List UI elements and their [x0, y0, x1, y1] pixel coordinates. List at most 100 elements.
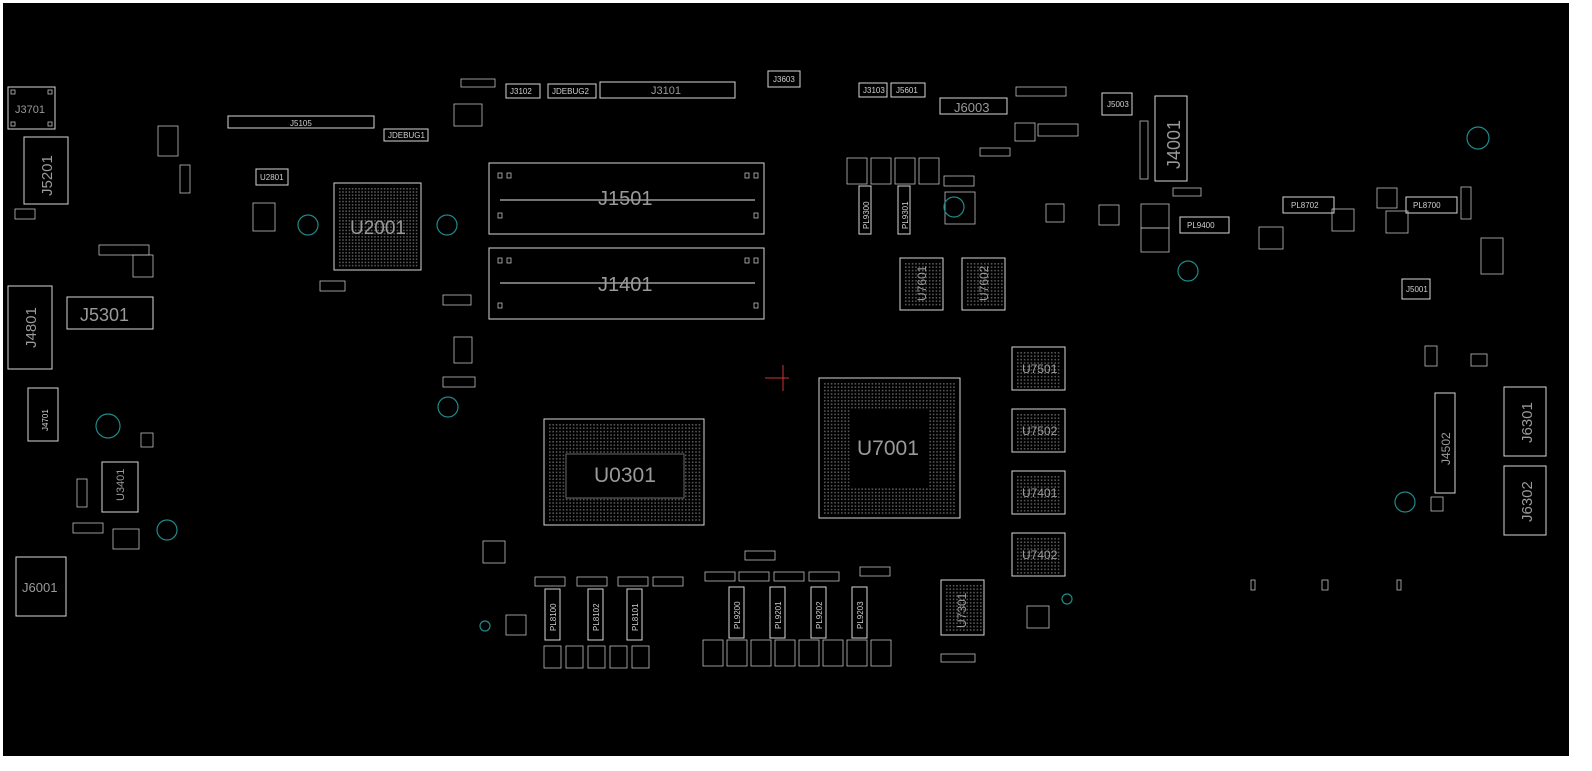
- chip-u3401[interactable]: U3401: [101, 461, 139, 513]
- inductor-pl9400[interactable]: PL9400: [1179, 216, 1230, 234]
- connector-j6302[interactable]: J6302: [1503, 465, 1547, 536]
- inductor-pl9300[interactable]: PL9300: [858, 185, 872, 235]
- cpu-u0301[interactable]: U0301: [543, 418, 705, 526]
- mounting-hole: [1177, 260, 1199, 282]
- connector-j6003[interactable]: J6003: [939, 97, 1008, 115]
- chip-u7301[interactable]: U7301: [940, 579, 985, 636]
- vram-u7601[interactable]: U7601: [899, 257, 944, 311]
- label-u3401: U3401: [115, 469, 127, 501]
- u7402-ball-grid: [1017, 538, 1060, 574]
- connector-j3103[interactable]: J3103: [858, 82, 888, 98]
- label-j5201: J5201: [39, 155, 56, 196]
- mounting-hole: [437, 396, 459, 418]
- vram-u7602[interactable]: U7602: [961, 257, 1006, 311]
- chip-u2001[interactable]: U2001: [333, 182, 422, 271]
- label-j6301: J6301: [1519, 402, 1536, 443]
- inductor-pl8100[interactable]: PL8100: [544, 588, 561, 641]
- connector-j3101[interactable]: J3101: [599, 81, 736, 99]
- mounting-hole: [1394, 491, 1416, 513]
- connector-j3701[interactable]: J3701: [7, 86, 56, 130]
- label-pl9202: PL9202: [815, 601, 824, 629]
- connector-j3603[interactable]: J3603: [767, 70, 801, 88]
- label-j6003: J6003: [954, 100, 989, 115]
- label-pl9203: PL9203: [856, 601, 865, 629]
- connector-j5105[interactable]: J5105: [227, 115, 375, 129]
- inductor-pl9201[interactable]: PL9201: [769, 586, 786, 639]
- vram-u7501[interactable]: U7501: [1011, 346, 1066, 391]
- inductor-pl9202[interactable]: PL9202: [810, 586, 827, 639]
- vram-u7402[interactable]: U7402: [1011, 532, 1066, 577]
- label-j4502: J4502: [1439, 432, 1453, 465]
- label-j3701: J3701: [15, 104, 45, 116]
- mounting-holes: [95, 126, 1490, 632]
- connector-j4801[interactable]: J4801: [7, 285, 53, 370]
- label-j5003: J5003: [1107, 100, 1129, 109]
- pcb-layout: J3701 J5201 J4801 J4701 J6001 U3401 J530…: [7, 70, 1547, 669]
- inductor-pl8101[interactable]: PL8101: [626, 588, 643, 641]
- mounting-hole: [1061, 593, 1073, 605]
- mounting-hole: [156, 519, 178, 541]
- connector-j5003[interactable]: J5003: [1101, 92, 1133, 116]
- gpu-u7001[interactable]: U7001: [818, 377, 961, 519]
- label-j6302: J6302: [1519, 481, 1536, 522]
- label-j4701: J4701: [41, 409, 50, 431]
- small-components: [14, 78, 1504, 669]
- label-j1401: J1401: [598, 274, 653, 296]
- label-pl9300: PL9300: [862, 201, 871, 229]
- label-jdebug1: JDEBUG1: [388, 131, 425, 140]
- label-j4001: J4001: [1164, 120, 1184, 169]
- label-pl9400: PL9400: [1187, 221, 1215, 230]
- connector-jdebug2[interactable]: JDEBUG2: [547, 83, 597, 99]
- mounting-hole: [1466, 126, 1490, 150]
- inductor-pl8700[interactable]: PL8700: [1405, 196, 1458, 214]
- connector-j6001[interactable]: J6001: [15, 556, 67, 617]
- mounting-hole: [943, 196, 965, 218]
- connector-j4701[interactable]: J4701: [27, 387, 59, 442]
- connector-jdebug1[interactable]: JDEBUG1: [383, 128, 429, 142]
- inductor-pl8102[interactable]: PL8102: [587, 588, 604, 641]
- inductor-pl9301[interactable]: PL9301: [897, 185, 911, 235]
- label-pl8101: PL8101: [631, 603, 640, 631]
- vram-u7502[interactable]: U7502: [1011, 408, 1066, 453]
- label-u7602: U7602: [977, 265, 991, 301]
- label-j3101: J3101: [651, 85, 681, 97]
- u7601-ball-grid: [905, 263, 941, 306]
- label-u7502: U7502: [1022, 424, 1058, 438]
- connector-j4502[interactable]: J4502: [1434, 392, 1456, 494]
- connector-j5201[interactable]: J5201: [23, 136, 69, 205]
- connector-j6301[interactable]: J6301: [1503, 386, 1547, 457]
- label-j3102: J3102: [510, 87, 532, 96]
- u7602-ball-grid: [967, 263, 1003, 306]
- label-u7601: U7601: [915, 265, 929, 301]
- mounting-hole: [95, 413, 121, 439]
- u7401-ball-grid: [1017, 476, 1060, 512]
- connector-j5301[interactable]: J5301: [66, 296, 154, 330]
- connector-j3102[interactable]: J3102: [505, 83, 541, 99]
- label-j5601: J5601: [896, 86, 918, 95]
- u7001-ball-grid: [824, 383, 955, 514]
- label-u0301: U0301: [594, 464, 656, 487]
- inductor-pl9200[interactable]: PL9200: [728, 586, 745, 639]
- label-j3603: J3603: [773, 75, 795, 84]
- label-j4801: J4801: [23, 307, 40, 348]
- label-j6001: J6001: [22, 580, 57, 595]
- chip-u2801[interactable]: U2801: [255, 168, 289, 186]
- connector-j5001[interactable]: J5001: [1401, 278, 1431, 300]
- label-u7402: U7402: [1022, 548, 1058, 562]
- label-pl8100: PL8100: [549, 603, 558, 631]
- label-u7001: U7001: [857, 437, 919, 460]
- label-pl9201: PL9201: [774, 601, 783, 629]
- label-pl8702: PL8702: [1291, 201, 1319, 210]
- label-jdebug2: JDEBUG2: [552, 87, 589, 96]
- connector-j5601[interactable]: J5601: [890, 82, 926, 98]
- vram-u7401[interactable]: U7401: [1011, 470, 1066, 515]
- inductor-pl8702[interactable]: PL8702: [1282, 196, 1335, 214]
- label-u2801: U2801: [260, 173, 284, 182]
- label-j3103: J3103: [863, 86, 885, 95]
- dimm-slot-j1401[interactable]: J1401: [488, 247, 765, 320]
- label-pl8102: PL8102: [592, 603, 601, 631]
- dimm-slot-j1501[interactable]: J1501: [488, 162, 765, 235]
- connector-j4001[interactable]: J4001: [1154, 95, 1188, 182]
- inductor-pl9203[interactable]: PL9203: [851, 586, 868, 639]
- label-pl9200: PL9200: [733, 601, 742, 629]
